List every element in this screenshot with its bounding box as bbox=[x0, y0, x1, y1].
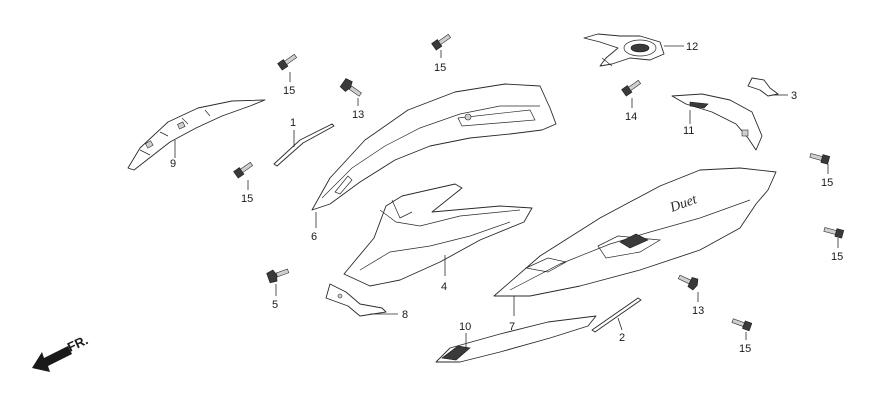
callout-10: 10 bbox=[459, 321, 471, 333]
callout-7: 7 bbox=[509, 321, 515, 333]
bolt-15-f bbox=[731, 318, 753, 332]
callout-15-e: 15 bbox=[831, 251, 843, 263]
callout-15-a: 15 bbox=[434, 62, 446, 74]
front-direction-arrow bbox=[32, 346, 72, 372]
bolt-15-d bbox=[809, 153, 831, 165]
part-10-shape bbox=[435, 315, 597, 363]
callout-15-f: 15 bbox=[739, 343, 751, 355]
callout-9: 9 bbox=[170, 158, 176, 170]
bolt-13-a bbox=[339, 78, 362, 97]
callout-13-b: 13 bbox=[692, 305, 704, 317]
callout-2: 2 bbox=[619, 332, 625, 344]
callout-8: 8 bbox=[402, 309, 408, 321]
part-6-shape bbox=[311, 83, 557, 211]
callout-11: 11 bbox=[683, 125, 694, 137]
callout-15-b: 15 bbox=[283, 85, 295, 97]
callout-4: 4 bbox=[441, 281, 447, 293]
bolt-15-a bbox=[431, 33, 452, 51]
bolt-15-e bbox=[823, 227, 845, 239]
callout-3: 3 bbox=[791, 90, 797, 102]
callout-14: 14 bbox=[625, 111, 637, 123]
bolt-13-b bbox=[677, 274, 699, 291]
callout-5: 5 bbox=[272, 299, 278, 311]
callout-15-c: 15 bbox=[241, 193, 253, 205]
callout-13-a: 13 bbox=[352, 109, 364, 121]
callout-6: 6 bbox=[311, 231, 317, 243]
bolt-15-b bbox=[277, 53, 298, 71]
bolt-14 bbox=[621, 79, 642, 97]
part-12-shape bbox=[583, 33, 665, 67]
callout-1: 1 bbox=[290, 117, 296, 129]
callout-12: 12 bbox=[686, 41, 698, 53]
front-direction-label: FR. bbox=[65, 332, 90, 354]
callout-15-d: 15 bbox=[821, 177, 833, 189]
part-4-shape bbox=[343, 183, 533, 287]
part-11-shape bbox=[671, 93, 763, 151]
part-1-shape bbox=[273, 123, 335, 167]
bolt-15-c bbox=[233, 161, 254, 179]
part-8-shape bbox=[325, 283, 387, 317]
part-2-shape bbox=[591, 297, 642, 333]
part-9-shape bbox=[127, 99, 266, 171]
bolt-5 bbox=[266, 268, 290, 284]
part-3-shape bbox=[747, 77, 779, 97]
part-7-shape bbox=[493, 167, 777, 297]
